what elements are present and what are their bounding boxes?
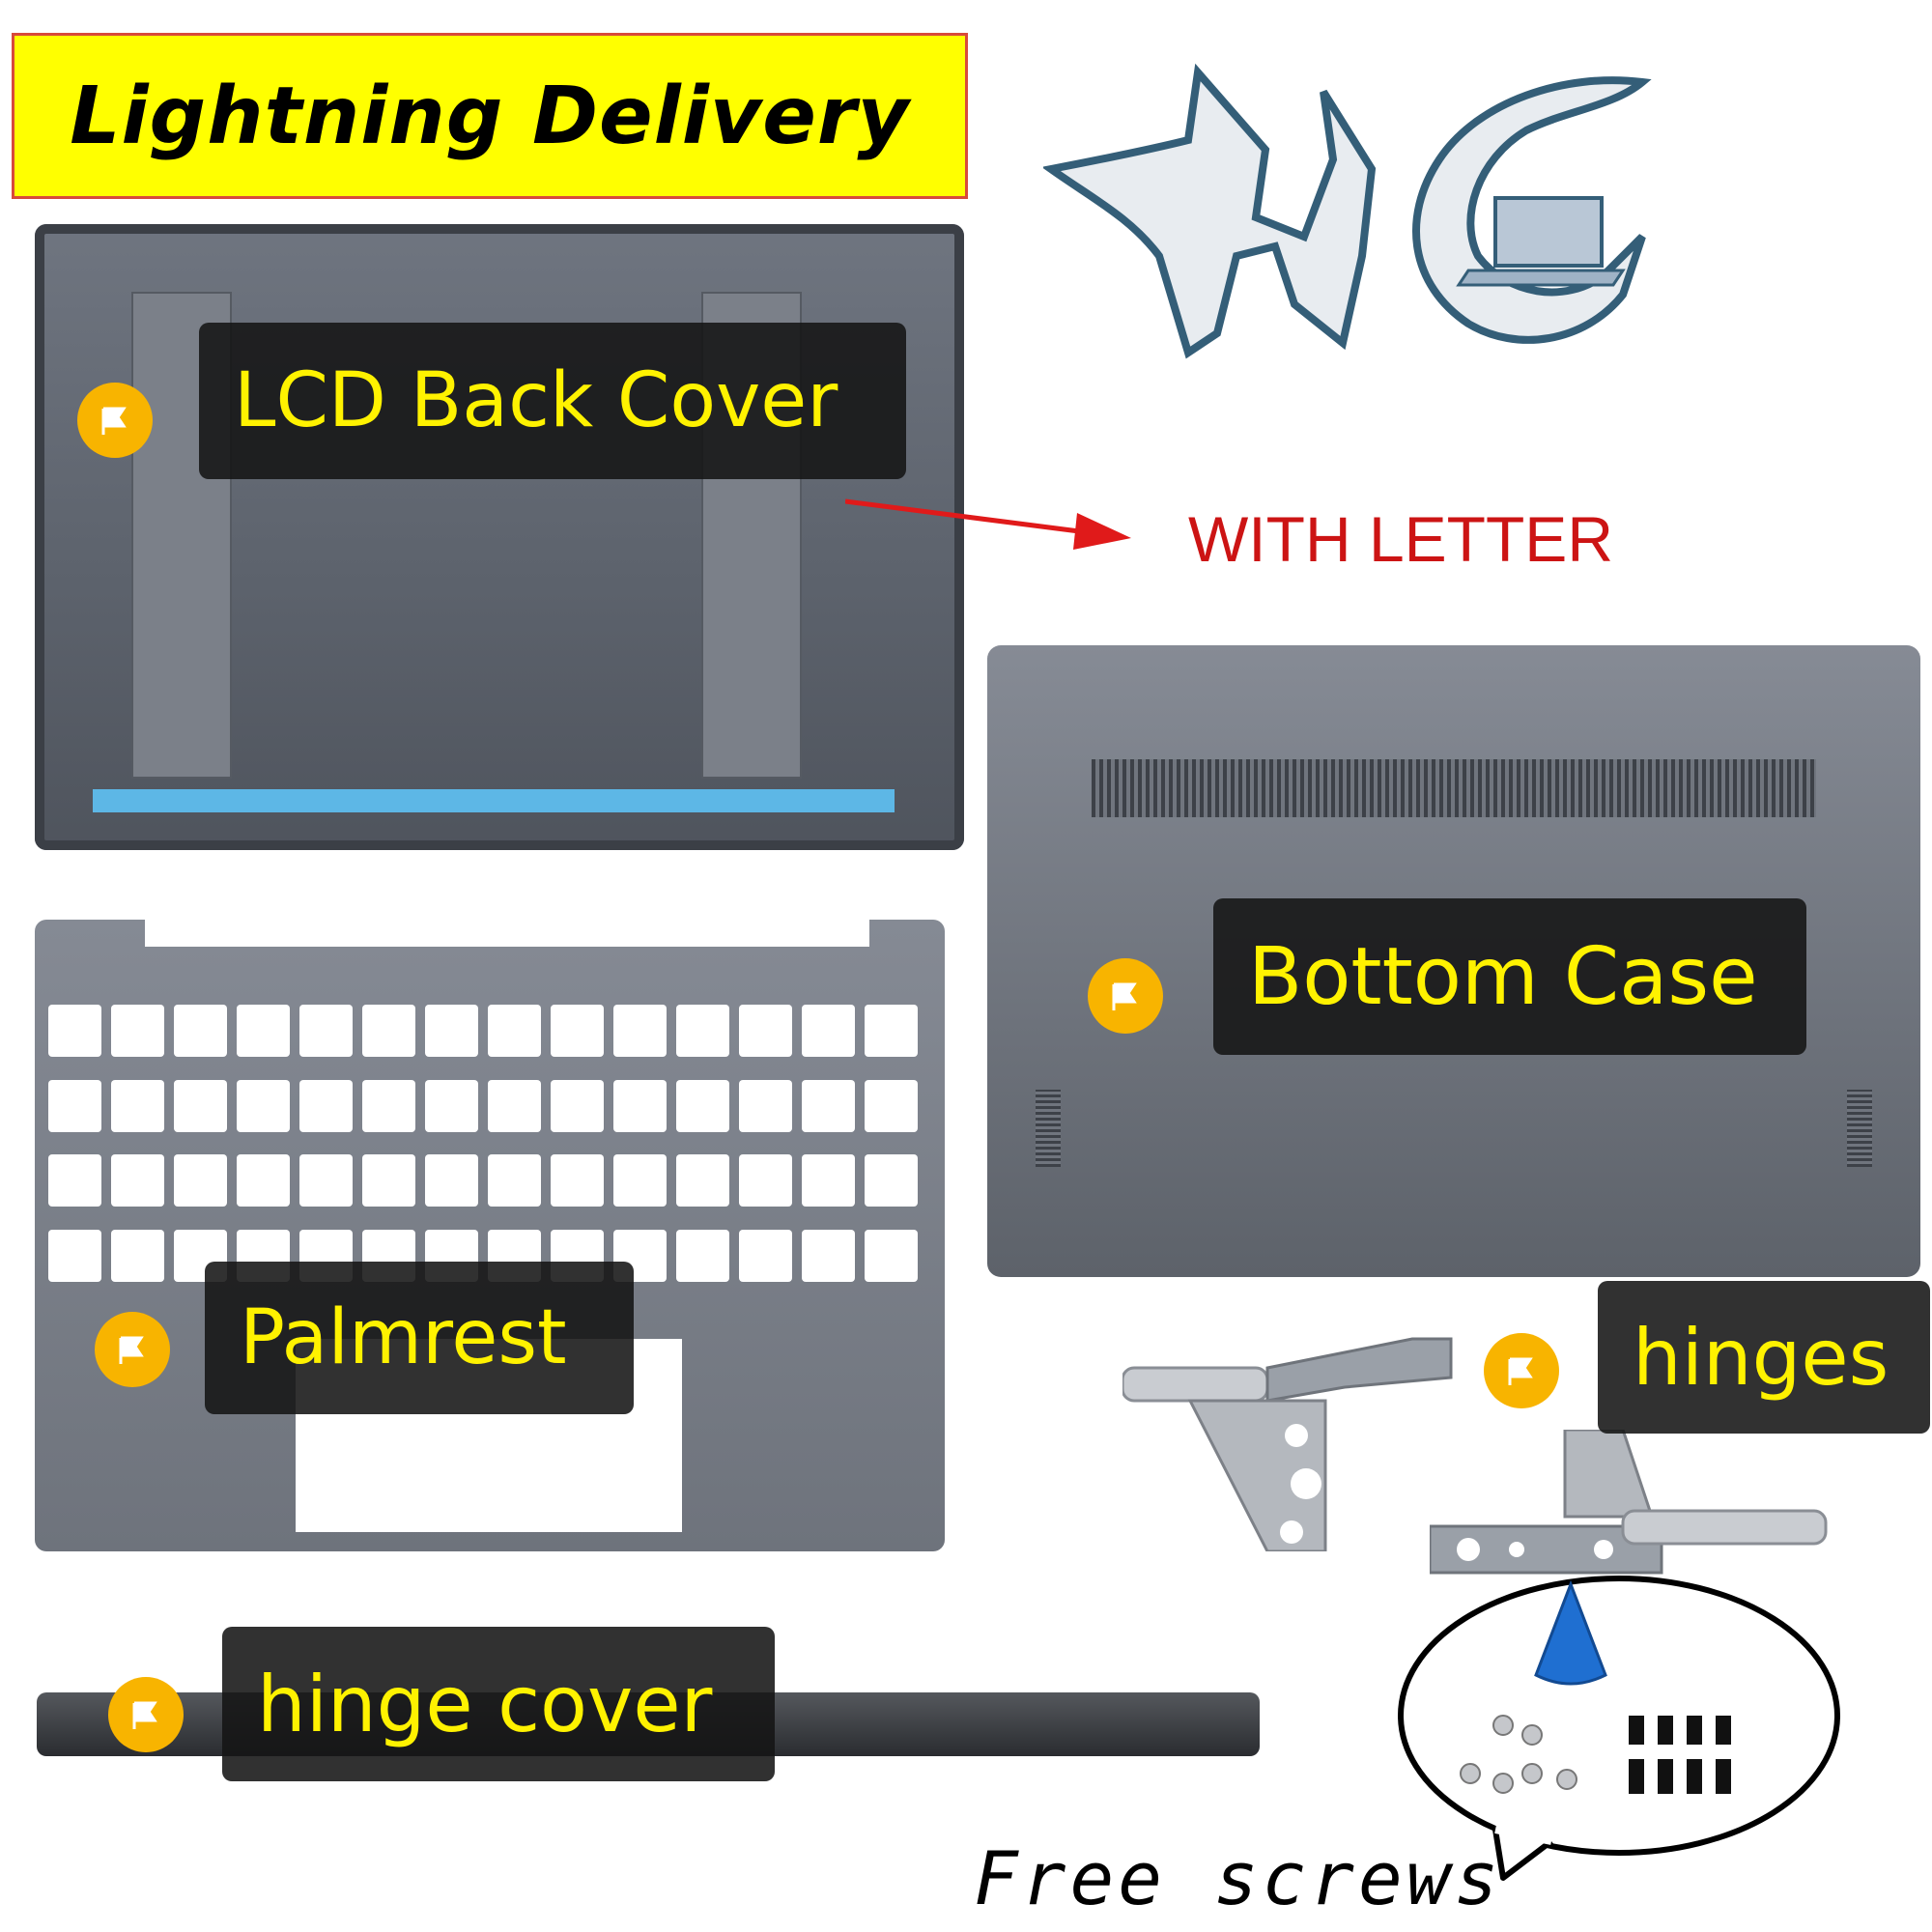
hinge-left-image bbox=[1122, 1337, 1453, 1551]
bottom-case-vent bbox=[1092, 759, 1816, 817]
flag-icon bbox=[1088, 958, 1163, 1034]
promo-banner: Lightning Delivery bbox=[12, 33, 968, 199]
bottom-case-callout: Bottom Case bbox=[1213, 898, 1806, 1055]
lcd-blue-strip bbox=[93, 789, 895, 812]
with-letter-label: WITH LETTER bbox=[1188, 503, 1613, 575]
keyboard-cutout bbox=[48, 1005, 918, 1294]
flag-icon bbox=[77, 383, 153, 458]
hinge-right-image bbox=[1430, 1430, 1828, 1575]
brand-logo bbox=[1043, 63, 1652, 359]
arrow-icon bbox=[845, 498, 1131, 550]
hinges-callout: hinges bbox=[1598, 1281, 1930, 1434]
flag-icon bbox=[95, 1312, 170, 1387]
hinge-cover-callout: hinge cover bbox=[222, 1627, 775, 1781]
pry-tool-icon bbox=[1534, 1579, 1607, 1686]
speaker-grille-left bbox=[1036, 1090, 1061, 1167]
flag-icon bbox=[1484, 1333, 1559, 1408]
logo-letter-y bbox=[1043, 63, 1377, 359]
lcd-back-cover-label: LCD Back Cover bbox=[234, 357, 838, 444]
laptop-base-icon bbox=[1456, 269, 1626, 287]
palmrest-label: Palmrest bbox=[240, 1294, 567, 1381]
black-screws bbox=[1629, 1716, 1731, 1794]
hinges-label: hinges bbox=[1633, 1312, 1889, 1403]
silver-screws bbox=[1460, 1715, 1577, 1794]
banner-text: Lightning Delivery bbox=[70, 70, 910, 162]
palmrest-notch bbox=[145, 920, 869, 947]
laptop-icon bbox=[1493, 196, 1604, 268]
lcd-back-cover-callout: LCD Back Cover bbox=[199, 323, 906, 479]
hinge-cover-label: hinge cover bbox=[257, 1659, 713, 1749]
free-screws-label: Free screws bbox=[974, 1835, 1503, 1921]
palmrest-callout: Palmrest bbox=[205, 1262, 634, 1414]
free-screws-bubble bbox=[1398, 1576, 1840, 1881]
bottom-case-label: Bottom Case bbox=[1248, 930, 1758, 1023]
flag-icon bbox=[108, 1677, 184, 1752]
speaker-grille-right bbox=[1847, 1090, 1872, 1167]
lcd-back-cover-image bbox=[35, 224, 964, 850]
